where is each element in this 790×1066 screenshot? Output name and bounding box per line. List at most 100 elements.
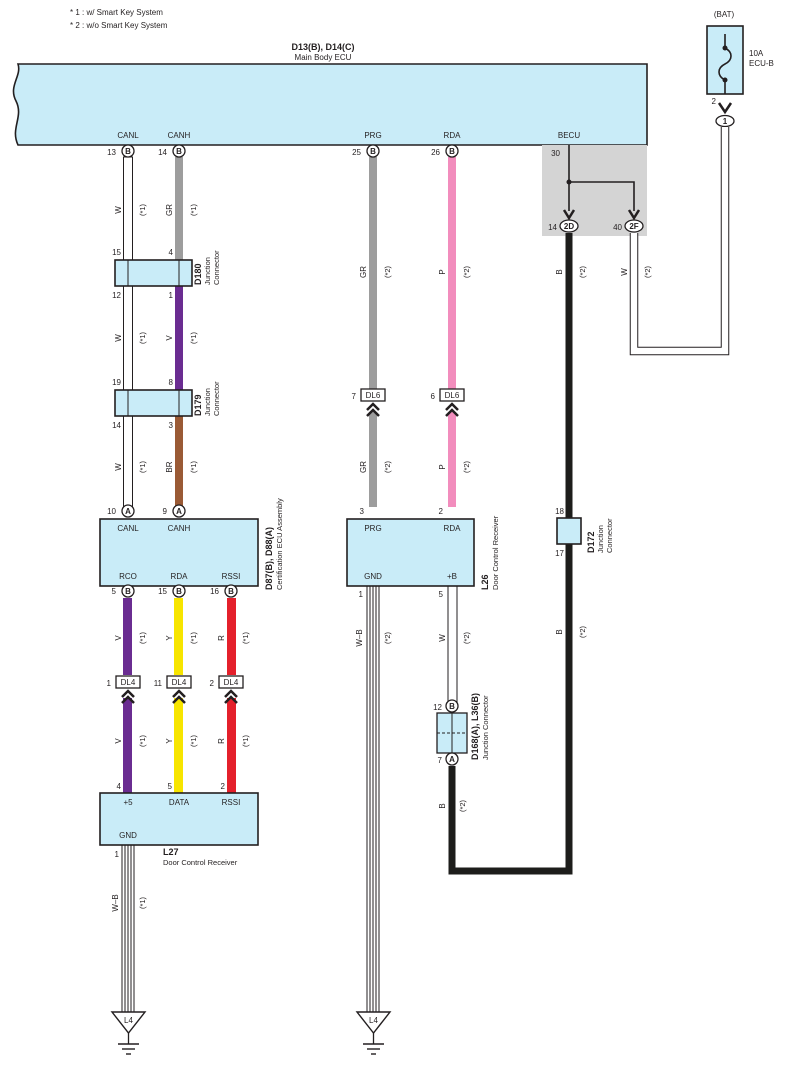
d179-pin-8: 8: [169, 378, 174, 387]
svg-text:V: V: [165, 335, 174, 341]
svg-text:D87(B), D88(A): D87(B), D88(A): [264, 527, 274, 590]
splice-arrow-left: [562, 209, 576, 221]
main-ecu-terminal-rda: RDA: [444, 131, 462, 140]
wire-label-l27-gnd: W–B: [111, 894, 120, 911]
svg-text:DL4: DL4: [121, 678, 136, 687]
svg-text:B: B: [176, 587, 182, 596]
cert-ecu-terminal-rssi: RSSI: [222, 572, 241, 581]
wire-label-bat-1: W: [620, 268, 629, 276]
l26-receiver-label: L26 Door Control Receiver: [480, 515, 500, 590]
svg-text:2D: 2D: [564, 222, 574, 231]
l27-terminal-gnd: GND: [119, 831, 137, 840]
l26-terminal-gnd: GND: [364, 572, 382, 581]
svg-text:D172: D172: [586, 531, 596, 553]
svg-text:Certification ECU Assembly: Certification ECU Assembly: [275, 498, 284, 590]
svg-text:(*1): (*1): [189, 734, 198, 747]
wire-note-prg-2: (*2): [383, 460, 392, 473]
fuse-output-arrow: [717, 102, 733, 115]
note-no-smart-key: * 2 : w/o Smart Key System: [70, 21, 168, 30]
splice-pin-2d: 14 2D: [548, 219, 579, 233]
l27-terminal-rssi: RSSI: [222, 798, 241, 807]
l27-receiver-box: [99, 792, 259, 846]
svg-text:B: B: [449, 702, 455, 711]
wire-note-rssi-2: (*1): [241, 734, 250, 747]
fuse-rating: 10A: [749, 49, 764, 58]
main-ecu-terminal-canh: CANH: [168, 131, 191, 140]
ground-l4-left-icon: L4: [110, 1011, 147, 1055]
wire-rco-violet-upper: [123, 598, 132, 675]
svg-text:16: 16: [210, 587, 219, 596]
svg-text:Junction: Junction: [596, 525, 605, 553]
d179-pin-14: 14: [112, 421, 121, 430]
note-smart-key: * 1 : w/ Smart Key System: [70, 8, 163, 17]
l26-terminal-rda: RDA: [444, 524, 462, 533]
svg-text:(*1): (*1): [189, 331, 198, 344]
certification-ecu-label: D87(B), D88(A) Certification ECU Assembl…: [264, 498, 284, 590]
d179-pin-3: 3: [169, 421, 174, 430]
svg-text:(*2): (*2): [578, 625, 587, 638]
wire-label-rco-1: V: [114, 635, 123, 641]
wire-note-rda-1: (*2): [462, 265, 471, 278]
svg-text:GR: GR: [359, 461, 368, 473]
svg-text:L4: L4: [124, 1016, 133, 1025]
cert-ecu-terminal-rco: RCO: [119, 572, 137, 581]
svg-text:7: 7: [352, 392, 357, 401]
svg-text:A: A: [176, 507, 182, 516]
wire-label-canh-3: BR: [165, 461, 174, 472]
svg-text:5: 5: [112, 587, 117, 596]
svg-text:40: 40: [613, 223, 622, 232]
main-ecu-name: Main Body ECU: [295, 53, 352, 62]
svg-text:W–B: W–B: [111, 894, 120, 911]
wire-canh-gray: [175, 157, 183, 260]
wire-label-data-1: Y: [165, 635, 174, 641]
wire-label-canh-1: GR: [165, 204, 174, 216]
wire-label-rssi-2: R: [217, 738, 226, 744]
svg-text:14: 14: [158, 148, 167, 157]
svg-text:13: 13: [107, 148, 116, 157]
svg-text:Junction: Junction: [203, 388, 212, 416]
fuse-terminal-top: [722, 45, 728, 51]
junction-d168-connector: 12 B 7 A: [433, 699, 468, 766]
svg-text:(*2): (*2): [462, 631, 471, 644]
wire-note-data-2: (*1): [189, 734, 198, 747]
wire-note-l26-gnd: (*2): [383, 631, 392, 644]
svg-text:(*1): (*1): [138, 460, 147, 473]
wire-note-canl-2: (*1): [138, 331, 147, 344]
wire-canh-brown: [175, 416, 183, 506]
junction-d172-box: [556, 517, 582, 545]
junction-d180-label: D180 Junction Connector: [193, 250, 221, 285]
svg-text:(*1): (*1): [189, 631, 198, 644]
svg-text:W: W: [438, 634, 447, 642]
ground-l4-right-icon: L4: [355, 1011, 392, 1055]
main-ecu-pin-canl: 13 B: [107, 144, 135, 158]
wire-rda-pink-lower: [448, 412, 456, 507]
svg-text:2: 2: [210, 679, 215, 688]
svg-text:R: R: [217, 738, 226, 744]
wire-note-data-1: (*1): [189, 631, 198, 644]
l26-pin-prg: 3: [360, 507, 365, 516]
svg-text:A: A: [125, 507, 131, 516]
svg-text:14: 14: [548, 223, 557, 232]
wire-label-prg-2: GR: [359, 461, 368, 473]
d180-pin-12: 12: [112, 291, 121, 300]
svg-text:(*1): (*1): [138, 631, 147, 644]
svg-text:26: 26: [431, 148, 440, 157]
wire-rssi-red-upper: [227, 598, 236, 675]
l27-code: L27: [163, 847, 179, 857]
wire-label-rco-2: V: [114, 738, 123, 744]
l27-pin-data: 5: [168, 782, 173, 791]
l27-terminal-data: DATA: [169, 798, 190, 807]
l27-pin-p5: 4: [117, 782, 122, 791]
wire-note-l27-gnd: (*1): [138, 896, 147, 909]
wire-label-l26-gnd: W–B: [355, 629, 364, 646]
wire-note-canh-2: (*1): [189, 331, 198, 344]
svg-text:DL6: DL6: [366, 391, 381, 400]
wire-prg-gray-lower: [369, 412, 377, 507]
wire-note-rco-1: (*1): [138, 631, 147, 644]
wire-note-prg-1: (*2): [383, 265, 392, 278]
svg-text:GR: GR: [359, 266, 368, 278]
main-ecu-terminal-becu: BECU: [558, 131, 580, 140]
l26-terminal-prg: PRG: [364, 524, 381, 533]
svg-text:15: 15: [158, 587, 167, 596]
battery-label: (BAT): [714, 10, 735, 19]
